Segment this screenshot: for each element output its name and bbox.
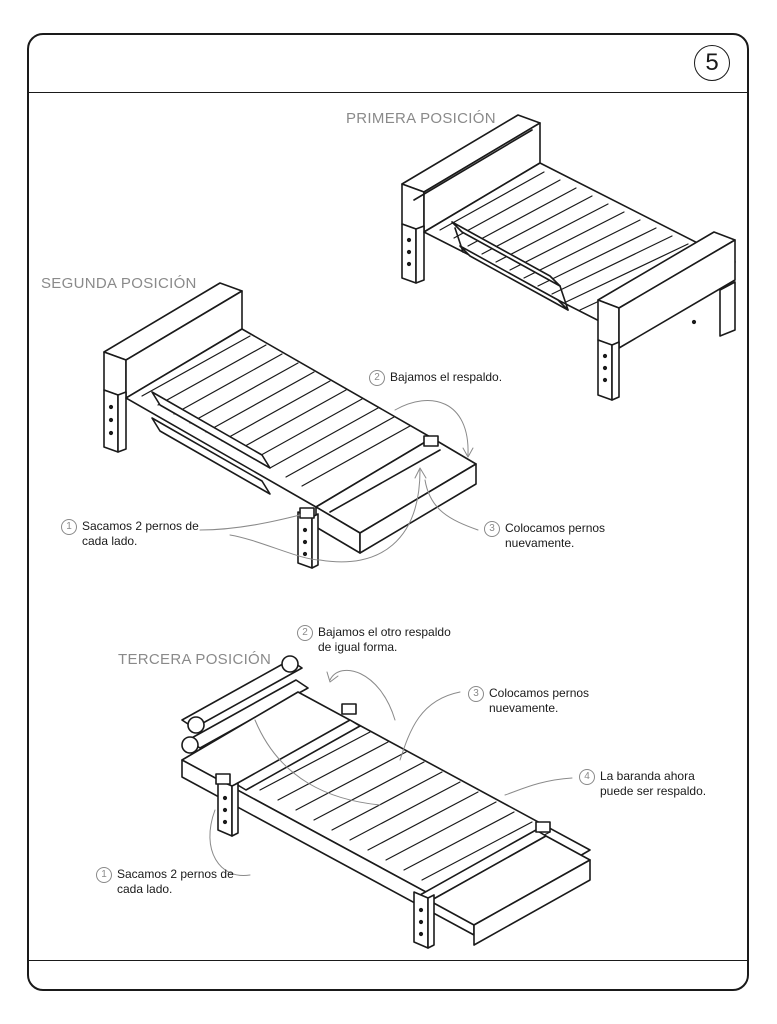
bed-second-position	[103, 282, 479, 569]
third-callout-2: 2 Bajamos el otro respaldo de igual form…	[297, 625, 451, 655]
page-frame	[27, 33, 749, 991]
second-callout-1: 1 Sacamos 2 pernos de cada lado.	[61, 519, 199, 549]
third-callout-3: 3 Colocamos pernos nuevamente.	[468, 686, 589, 716]
callout-number: 2	[369, 370, 385, 386]
callout-number: 1	[61, 519, 77, 535]
callout-text: Sacamos 2 pernos de cada lado.	[82, 519, 199, 548]
callout-text: Bajamos el otro respaldo de igual forma.	[318, 625, 451, 654]
first-position-title: PRIMERA POSICIÓN	[346, 110, 496, 127]
callout-number: 2	[297, 625, 313, 641]
third-position-title: TERCERA POSICIÓN	[118, 651, 272, 668]
second-callout-3: 3 Colocamos pernos nuevamente.	[484, 521, 605, 551]
callout-number: 4	[579, 769, 595, 785]
callout-number: 3	[468, 686, 484, 702]
third-callout-1: 1 Sacamos 2 pernos de cada lado.	[96, 867, 234, 897]
callout-text: La baranda ahora puede ser respaldo.	[600, 769, 707, 798]
bed-first-position	[401, 114, 736, 401]
callout-number: 1	[96, 867, 112, 883]
callout-text: Colocamos pernos nuevamente.	[505, 521, 606, 550]
second-callout-2: 2 Bajamos el respaldo.	[369, 370, 502, 386]
header-divider	[27, 92, 749, 93]
step-number-badge: 5	[694, 45, 730, 81]
third-callout-4: 4 La baranda ahora puede ser respaldo.	[579, 769, 706, 799]
callout-text: Sacamos 2 pernos de cada lado.	[117, 867, 234, 896]
callout-text: Colocamos pernos nuevamente.	[489, 686, 590, 715]
callout-number: 3	[484, 521, 500, 537]
second-position-title: SEGUNDA POSICIÓN	[41, 275, 197, 292]
callout-text: Bajamos el respaldo.	[390, 370, 503, 384]
footer-divider	[27, 960, 749, 961]
step-number: 5	[705, 49, 719, 76]
bed-third-position	[181, 655, 591, 949]
